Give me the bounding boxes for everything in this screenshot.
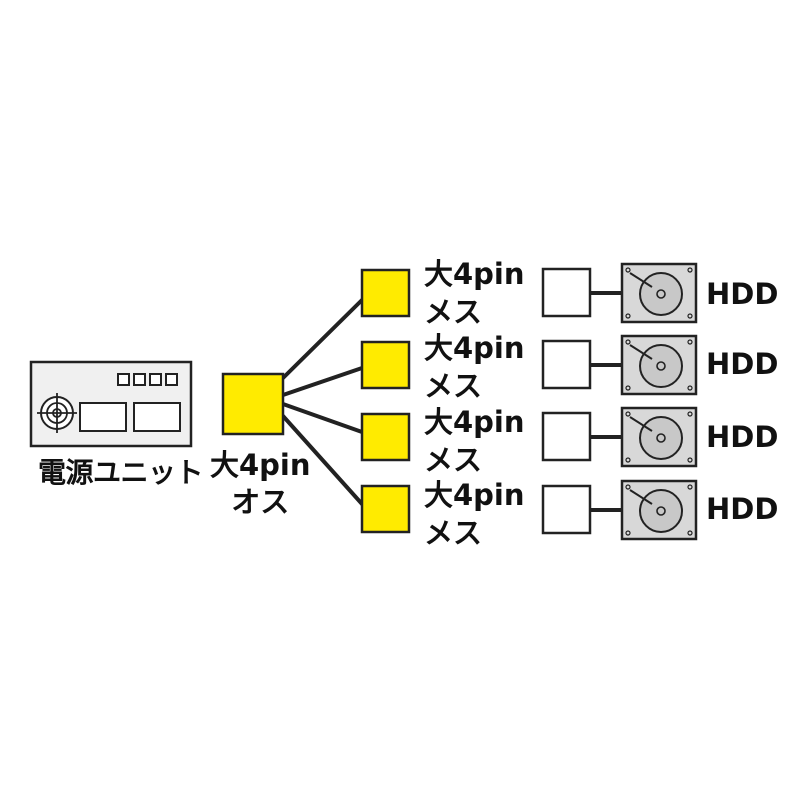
male-connector-label: 大4pin オス (210, 451, 311, 517)
hdd-rows (541, 262, 698, 541)
female-4pin-connector (360, 412, 411, 462)
hdd-label: HDD (706, 420, 779, 454)
female-connector-gender: メス (424, 295, 483, 329)
hdd-row (541, 406, 698, 468)
hdd-row (541, 334, 698, 396)
female-connector-type: 大4pin (424, 257, 525, 291)
hdd-icon (620, 334, 698, 396)
hdd-socket-box (541, 267, 592, 318)
hdd-socket-box (541, 339, 592, 390)
female-connector-label: 大4pin メス (424, 334, 525, 401)
power-unit-label: 電源ユニット (38, 456, 204, 489)
hdd-label: HDD (706, 277, 779, 311)
power-supply-icon (29, 360, 193, 448)
female-connector-type: 大4pin (424, 478, 525, 512)
female-4pin-connector (360, 268, 411, 318)
male-connector-gender: オス (231, 485, 290, 519)
hdd-socket-box (541, 484, 592, 535)
hdd-label: HDD (706, 492, 779, 526)
hdd-row (541, 479, 698, 541)
female-4pin-connector (360, 484, 411, 534)
female-connector-type: 大4pin (424, 331, 525, 365)
female-connector-label: 大4pin メス (424, 408, 525, 475)
female-connector-label: 大4pin メス (424, 481, 525, 548)
branch-cables (281, 298, 364, 506)
hdd-icon (620, 406, 698, 468)
hdd-row (541, 262, 698, 324)
hdd-icon (620, 479, 698, 541)
female-connector-gender: メス (424, 443, 483, 477)
hdd-socket-box (541, 411, 592, 462)
fan-icon (37, 393, 77, 433)
hdd-label: HDD (706, 347, 779, 381)
female-connector-label: 大4pin メス (424, 260, 525, 327)
female-connector-type: 大4pin (424, 405, 525, 439)
female-connector-gender: メス (424, 369, 483, 403)
hdd-icon (620, 262, 698, 324)
male-connector-type: 大4pin (210, 448, 311, 482)
female-4pin-connector (360, 340, 411, 390)
male-4pin-connector (221, 372, 285, 436)
female-connector-gender: メス (424, 516, 483, 550)
